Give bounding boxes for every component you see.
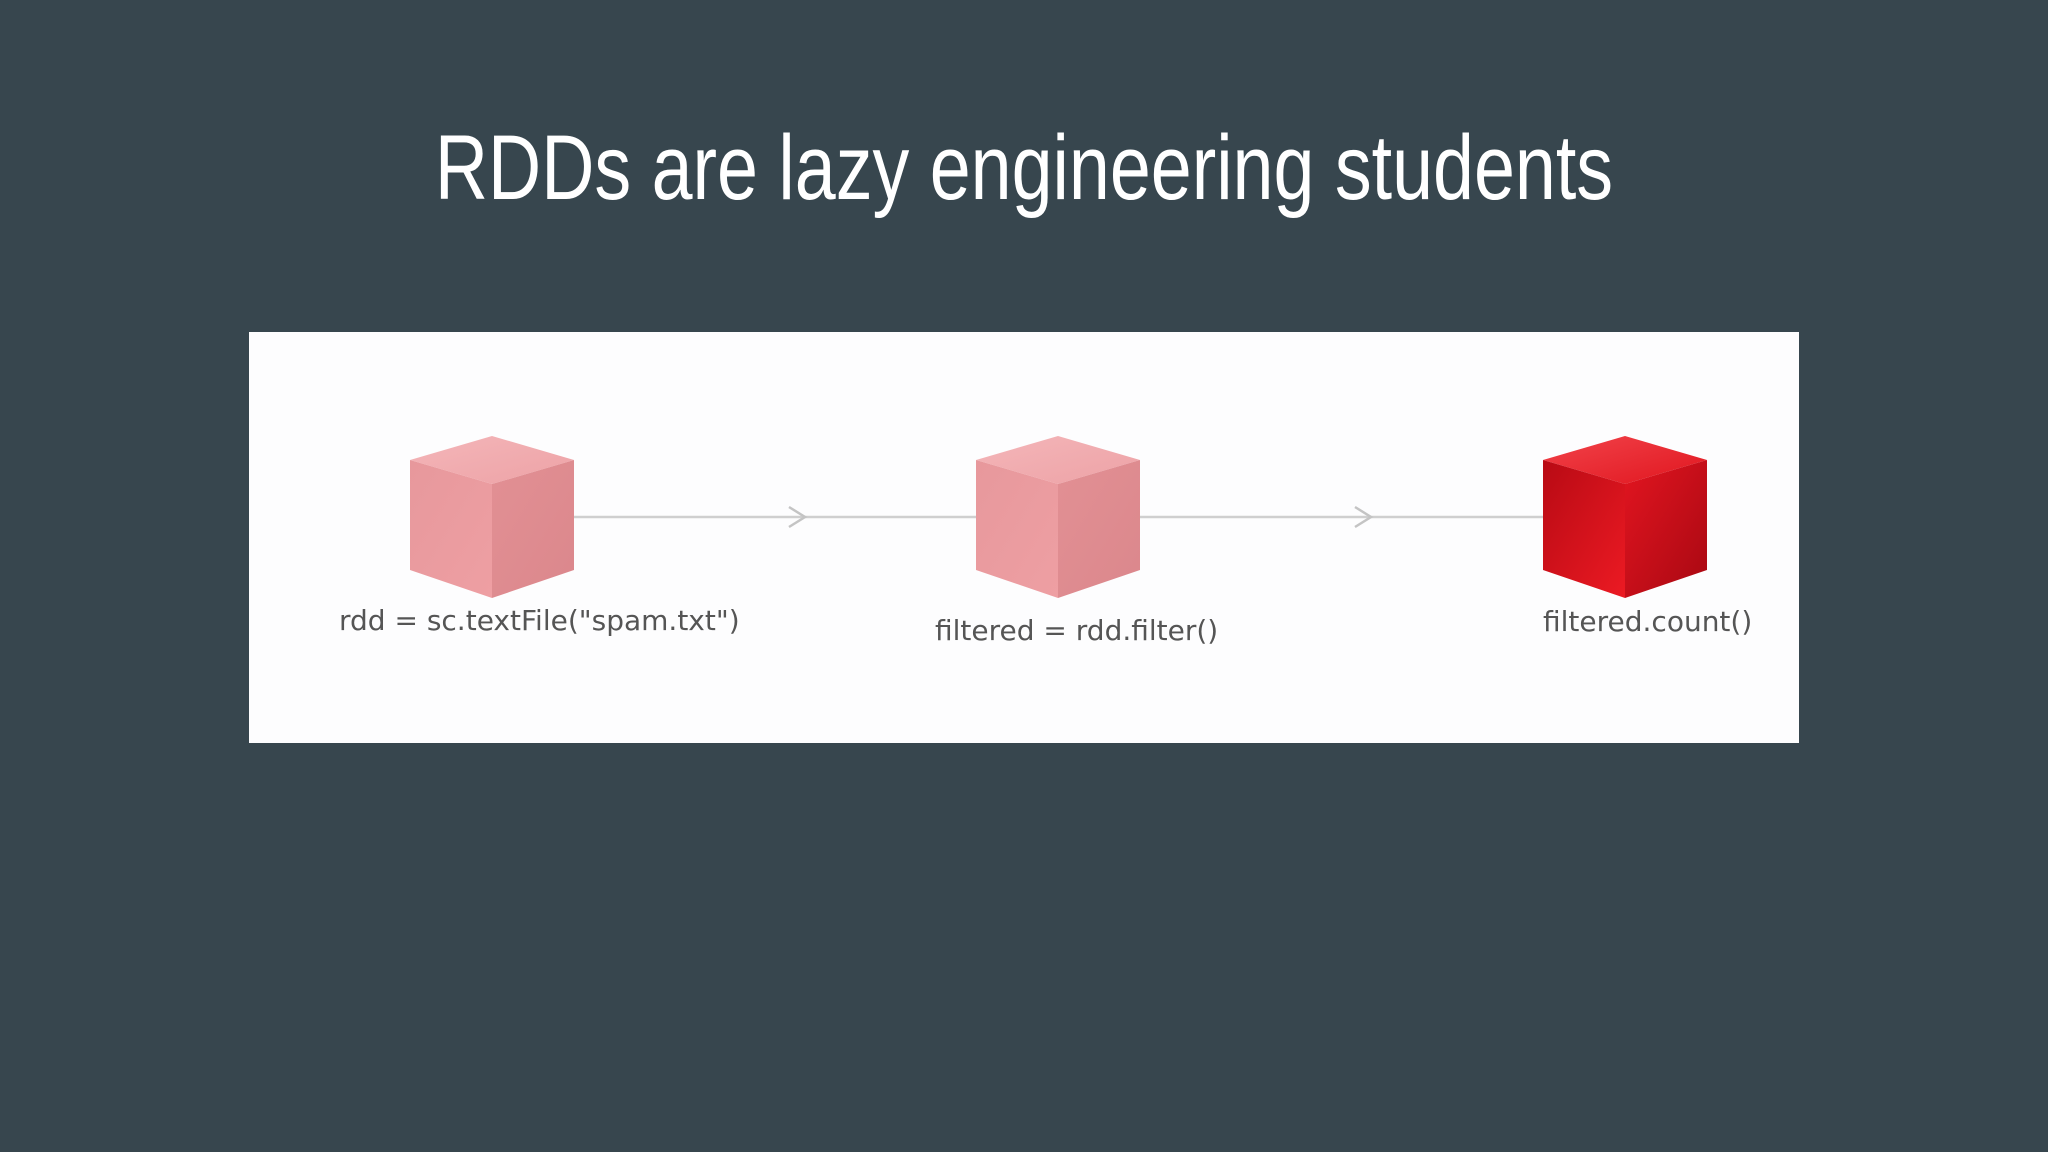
slide-title: RDDs are lazy engineering students xyxy=(434,117,1614,219)
arrowhead-icon xyxy=(788,505,808,529)
cube-icon-rdd xyxy=(410,436,574,598)
diagram-panel: rdd = sc.textFile("spam.txt") filtered =… xyxy=(249,332,1799,743)
cube-icon-filtered xyxy=(976,436,1140,598)
rdd-lineage-diagram: rdd = sc.textFile("spam.txt") filtered =… xyxy=(339,436,1752,647)
cube-icon-count xyxy=(1543,436,1707,598)
node-label-count: filtered.count() xyxy=(1543,605,1752,638)
node-label-rdd: rdd = sc.textFile("spam.txt") xyxy=(339,604,740,637)
arrowhead-icon xyxy=(1354,505,1374,529)
node-label-filtered: filtered = rdd.filter() xyxy=(935,614,1218,647)
